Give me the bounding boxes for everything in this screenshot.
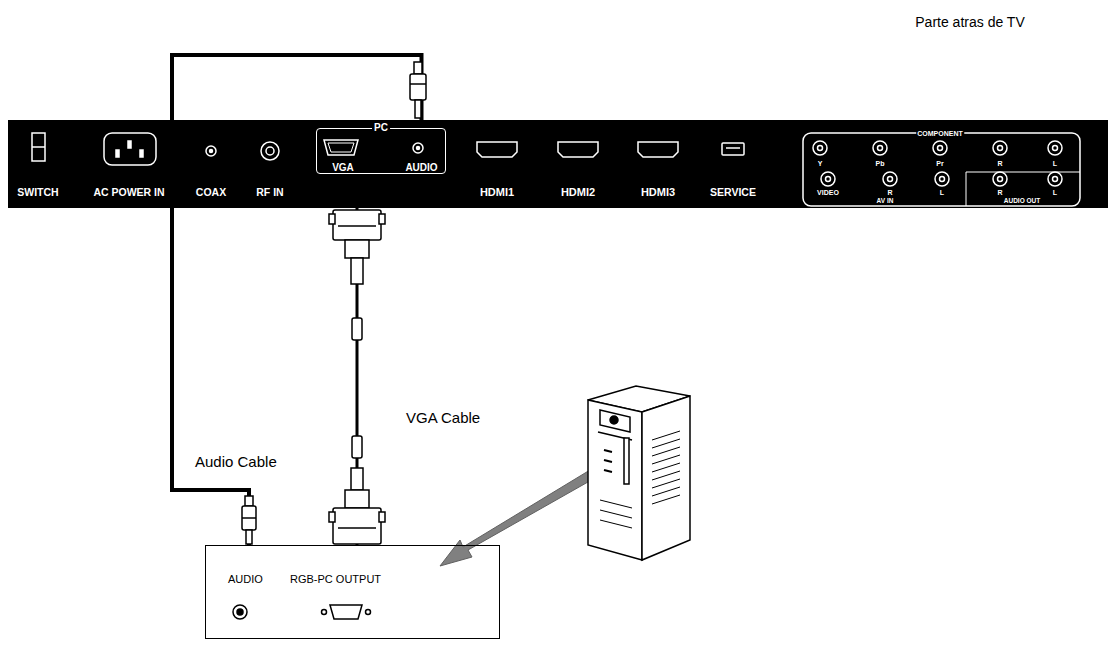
vent-slot	[652, 431, 680, 440]
rca-jack	[933, 141, 947, 155]
pointer-arrow	[440, 470, 595, 566]
port-label: AUDIO	[403, 163, 439, 173]
vent-slot	[652, 479, 680, 488]
connector-label: L	[939, 189, 945, 196]
connector-label: HDMI3	[640, 187, 676, 198]
connector-label: SWITCH	[16, 187, 59, 198]
rca-jack	[998, 177, 1003, 182]
rca-jack	[818, 146, 823, 151]
vga-port-icon	[324, 140, 358, 155]
vga-port-icon	[328, 143, 354, 152]
connector-label: Pr	[935, 160, 944, 167]
connector-label: Pb	[875, 160, 886, 167]
ac-pin	[116, 150, 119, 157]
vent-slot	[652, 455, 680, 464]
rca-jack	[883, 172, 897, 186]
output-ports	[233, 605, 371, 619]
connector-label: AUDIO OUT	[1003, 198, 1041, 205]
connector-label: R	[996, 189, 1003, 196]
connector-label: RF IN	[255, 187, 284, 198]
rf-jack	[261, 142, 279, 160]
connector-label: L	[1052, 160, 1058, 167]
rf-jack	[266, 147, 274, 155]
rca-jack	[940, 177, 945, 182]
connector-label: AC POWER IN	[92, 187, 165, 198]
usb-port	[726, 147, 740, 149]
vga-port: VGA	[319, 135, 367, 173]
vent-slot	[652, 463, 680, 472]
vent-slot	[652, 447, 680, 456]
tower-vents	[652, 431, 680, 504]
rca-jack	[935, 172, 949, 186]
vent-slot	[652, 495, 680, 504]
cable	[172, 55, 422, 545]
connector-label: Y	[817, 160, 824, 167]
usb-port	[722, 143, 744, 155]
connector-label: VIDEO	[816, 189, 840, 196]
vga-plug-bottom	[329, 436, 385, 544]
rca-jacks	[813, 141, 1062, 186]
pc-output-panel: AUDIO RGB-PC OUTPUT	[205, 545, 500, 639]
audio-port: AUDIO	[397, 135, 446, 173]
port-label: RGB-PC OUTPUT	[288, 574, 383, 585]
hdmi-port	[558, 142, 598, 157]
connector-label: COMPONENT	[916, 130, 964, 137]
audio-jack	[413, 143, 423, 153]
rca-jack	[821, 172, 835, 186]
vent-slot	[652, 487, 680, 496]
av-divider	[966, 172, 1080, 206]
ac-pin	[128, 141, 131, 148]
rca-jack	[998, 146, 1003, 151]
port-label: PC	[372, 123, 390, 133]
port-label: VGA	[330, 163, 356, 173]
coax-jack	[206, 146, 216, 156]
audio-jack	[417, 147, 420, 150]
computer-tower	[588, 386, 690, 560]
view-caption: Parte atras de TV	[915, 15, 1024, 29]
pc-input-group: PCVGAAUDIO	[316, 128, 446, 174]
ac-pin	[140, 150, 143, 157]
vent-slot	[652, 471, 680, 480]
rca-jack	[938, 146, 943, 151]
component-outline	[803, 133, 1080, 206]
rca-jack	[878, 146, 883, 151]
connector-label: COAX	[195, 187, 227, 198]
rca-jack	[1048, 172, 1062, 186]
audio-plug-bottom	[242, 496, 256, 544]
vga-plug-top	[329, 210, 385, 340]
connector-label: HDMI2	[560, 187, 596, 198]
vent-slot	[652, 439, 680, 448]
coax-jack	[210, 150, 213, 153]
cable-label: VGA Cable	[404, 410, 482, 425]
connector-label: SERVICE	[709, 187, 757, 198]
audio-plug-top	[410, 62, 426, 118]
rca-jack	[993, 141, 1007, 155]
rca-jack	[993, 172, 1007, 186]
cable-label: Audio Cable	[193, 454, 279, 469]
connector-label: L	[1052, 189, 1058, 196]
switch-icon	[32, 146, 45, 148]
connector-label: R	[886, 189, 893, 196]
hdmi-port	[477, 142, 517, 157]
connector-label: HDMI1	[479, 187, 515, 198]
rca-jack	[1048, 141, 1062, 155]
rca-jack	[813, 141, 827, 155]
ac-inlet-icon	[104, 133, 156, 165]
rca-jack	[888, 177, 893, 182]
port-label: AUDIO	[226, 574, 265, 585]
rca-jack	[1053, 177, 1058, 182]
rca-jack	[1053, 146, 1058, 151]
panel-ports	[32, 133, 1080, 206]
switch-icon	[32, 133, 45, 161]
connector-label: R	[996, 160, 1003, 167]
connector-label: AV IN	[876, 198, 895, 205]
hdmi-port	[638, 142, 678, 157]
rca-jack	[826, 177, 831, 182]
rca-jack	[873, 141, 887, 155]
